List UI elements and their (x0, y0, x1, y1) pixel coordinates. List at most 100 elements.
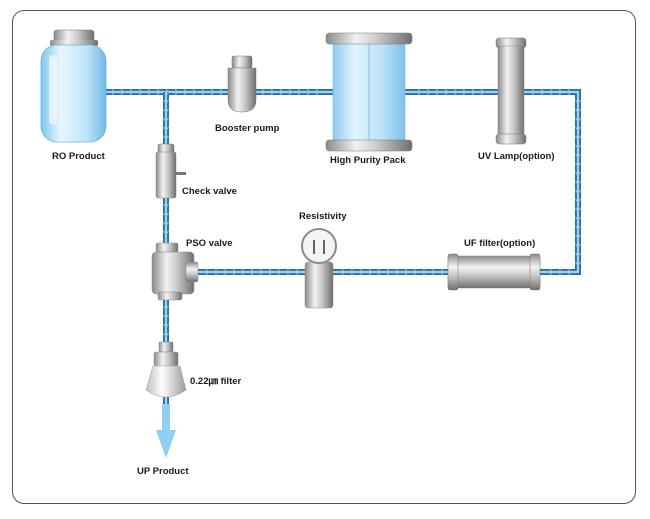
label-filter-022: 0.22㎛ filter (190, 376, 242, 387)
flow-arrow (556, 269, 562, 275)
flow-arrow (575, 216, 581, 222)
flow-arrow (540, 89, 546, 95)
flow-arrow (248, 269, 254, 275)
flow-arrow (219, 89, 225, 95)
flow-arrow (567, 89, 573, 95)
flow-arrow (426, 89, 432, 95)
uv-lamp (495, 37, 527, 145)
flow-arrow (239, 269, 245, 275)
flow-arrow (471, 89, 477, 95)
label-resistivity: Resistivity (299, 211, 347, 222)
flow-arrow (163, 117, 169, 123)
pso-valve (151, 242, 199, 301)
flow-arrow (163, 221, 169, 227)
flow-arrow (163, 332, 169, 338)
flow-arrow (462, 89, 468, 95)
flow-arrow (575, 171, 581, 177)
booster-pump (227, 55, 257, 113)
flow-arrow (293, 269, 299, 275)
label-check-valve: Check valve (182, 186, 237, 197)
flow-arrow (266, 269, 272, 275)
flow-arrow (284, 269, 290, 275)
diagram-frame (12, 10, 636, 504)
flow-arrow (315, 89, 321, 95)
flow-arrow (453, 89, 459, 95)
flow-arrow (575, 153, 581, 159)
up-product-arrow (156, 404, 176, 458)
flow-arrow (402, 269, 408, 275)
flow-arrow (297, 89, 303, 95)
flow-arrow (575, 180, 581, 186)
flow-arrow (163, 212, 169, 218)
flow-arrow (429, 269, 435, 275)
flow-arrow (257, 269, 263, 275)
flow-arrow (275, 269, 281, 275)
flow-arrow (366, 269, 372, 275)
label-uv-lamp: UV Lamp(option) (478, 151, 555, 162)
flow-arrow (480, 89, 486, 95)
check-valve (155, 143, 186, 199)
flow-arrow (575, 144, 581, 150)
flow-arrow (575, 162, 581, 168)
flow-arrow (163, 314, 169, 320)
flow-arrow (444, 89, 450, 95)
flow-arrow (558, 89, 564, 95)
flow-arrow (375, 269, 381, 275)
flow-arrow (575, 189, 581, 195)
flow-arrow (339, 269, 345, 275)
label-high-purity-pack: High Purity Pack (330, 155, 406, 166)
flow-arrow (531, 89, 537, 95)
flow-arrow (261, 89, 267, 95)
flow-arrow (549, 89, 555, 95)
resistivity-sensor (301, 228, 337, 309)
flow-arrow (210, 89, 216, 95)
flow-arrow (393, 269, 399, 275)
label-pso-valve: PSO valve (186, 238, 232, 249)
filter-022 (145, 341, 187, 398)
flow-arrow (417, 89, 423, 95)
flow-arrow (575, 117, 581, 123)
flow-arrow (575, 252, 581, 258)
flow-arrow (163, 323, 169, 329)
flow-arrow (420, 269, 426, 275)
flow-arrow (147, 89, 153, 95)
flow-arrow (575, 261, 581, 267)
flow-arrow (288, 89, 294, 95)
flow-arrow (163, 203, 169, 209)
label-booster-pump: Booster pump (215, 123, 280, 134)
flow-arrow (270, 89, 276, 95)
flow-arrow (111, 89, 117, 95)
flow-arrow (575, 225, 581, 231)
flow-arrow (575, 108, 581, 114)
flow-arrow (120, 89, 126, 95)
label-up-product: UP Product (137, 466, 189, 477)
flow-arrow (411, 269, 417, 275)
high-purity-pack (325, 32, 413, 152)
flow-arrow (357, 269, 363, 275)
flow-arrow (575, 198, 581, 204)
flow-arrow (565, 269, 571, 275)
flow-arrow (230, 269, 236, 275)
flow-arrow (183, 89, 189, 95)
flow-arrow (221, 269, 227, 275)
flow-arrow (174, 89, 180, 95)
flow-arrow (575, 135, 581, 141)
flow-arrow (212, 269, 218, 275)
flow-arrow (163, 135, 169, 141)
flow-arrow (384, 269, 390, 275)
flow-arrow (575, 243, 581, 249)
flow-arrow (138, 89, 144, 95)
flow-arrow (547, 269, 553, 275)
flow-arrows (111, 89, 581, 338)
label-ro-product: RO Product (52, 151, 106, 162)
flow-arrow (163, 126, 169, 132)
flow-arrow (163, 108, 169, 114)
flow-arrow (279, 89, 285, 95)
flow-arrow (156, 89, 162, 95)
flow-arrow (438, 269, 444, 275)
uf-filter (447, 253, 541, 291)
label-uf-filter: UF filter(option) (464, 238, 535, 249)
flow-arrow (203, 269, 209, 275)
flow-arrow (348, 269, 354, 275)
flow-arrow (575, 234, 581, 240)
